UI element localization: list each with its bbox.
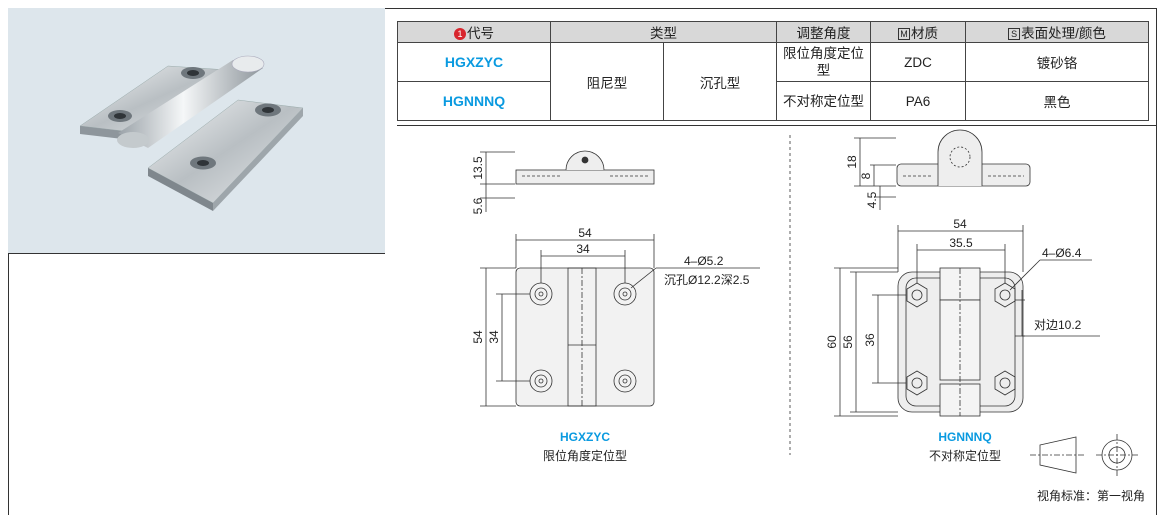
dim-left-height-holes: 34 — [487, 330, 501, 344]
dim-left-width-holes: 34 — [576, 242, 590, 256]
dim-right-height-outer: 60 — [825, 335, 839, 349]
header-material-label: 材质 — [911, 26, 938, 41]
across-flats-note: 对边10.2 — [1034, 318, 1082, 332]
header-surface-label: 表面处理/颜色 — [1021, 26, 1106, 41]
cell-code: HGXZYC — [397, 42, 551, 82]
header-code-label: 代号 — [467, 26, 494, 41]
surface-marker-icon: S — [1008, 28, 1021, 40]
frame-top-border — [385, 8, 1157, 9]
dim-right-thickness: 4.5 — [865, 191, 879, 208]
frame-photo-divider — [8, 253, 385, 254]
right-side-view — [854, 129, 1031, 210]
right-drawing-subtitle: 不对称定位型 — [928, 449, 1001, 463]
code-marker-icon: 1 — [454, 28, 466, 40]
view-standard-note: 视角标准：第一视角 — [1036, 489, 1145, 503]
cell-surface: 黑色 — [965, 81, 1149, 121]
dim-right-height-holes: 36 — [863, 333, 877, 347]
cell-material: PA6 — [870, 81, 966, 121]
material-marker-icon: M — [898, 28, 910, 40]
cell-type-countersunk: 沉孔型 — [663, 42, 777, 121]
hole-note-left: 4–Ø5.2 — [684, 254, 724, 268]
frame-right-border — [1156, 8, 1157, 515]
right-drawing-code: HGNNNQ — [938, 430, 992, 444]
cell-material: ZDC — [870, 42, 966, 82]
header-type: 类型 — [550, 21, 777, 43]
table-row: HGXZYC 阻尼型 沉孔型 限位角度定位型 ZDC 镀砂铬 — [397, 42, 1149, 121]
left-front-view — [480, 234, 760, 407]
table-row: HGNNNQ 不对称定位型 PA6 黑色 — [397, 81, 1149, 121]
dim-right-width-holes: 35.5 — [949, 236, 973, 250]
frame-left-border — [8, 253, 9, 515]
dim-right-width-outer: 54 — [953, 217, 967, 231]
left-side-view — [480, 150, 655, 212]
cell-angle: 不对称定位型 — [776, 81, 871, 121]
header-adjust-angle: 调整角度 — [776, 21, 871, 43]
dim-right-pivot-height: 8 — [859, 172, 873, 179]
dim-left-height-outer: 54 — [471, 330, 485, 344]
cell-code: HGNNNQ — [397, 81, 551, 121]
hole-note-right: 4–Ø6.4 — [1042, 246, 1082, 260]
dim-left-width-outer: 54 — [578, 226, 592, 240]
cell-angle: 限位角度定位型 — [776, 42, 871, 82]
cell-surface: 镀砂铬 — [965, 42, 1149, 82]
first-angle-projection-icon — [1030, 434, 1138, 476]
product-photo — [8, 8, 385, 253]
dim-left-thickness: 5.6 — [471, 197, 485, 214]
cell-type-damper: 阻尼型 — [550, 42, 664, 121]
hinge-photo-illustration — [79, 55, 304, 211]
dim-right-top-height: 18 — [845, 155, 859, 169]
left-drawing-code: HGXZYC — [559, 430, 610, 444]
left-drawing-subtitle: 限位角度定位型 — [542, 449, 627, 463]
dim-right-height-mid: 56 — [841, 335, 855, 349]
right-front-view — [834, 225, 1100, 417]
countersink-note-left: 沉孔Ø12.2深2.5 — [664, 273, 750, 287]
frame-table-divider — [397, 125, 1157, 126]
dim-left-top-height: 13.5 — [471, 156, 485, 180]
